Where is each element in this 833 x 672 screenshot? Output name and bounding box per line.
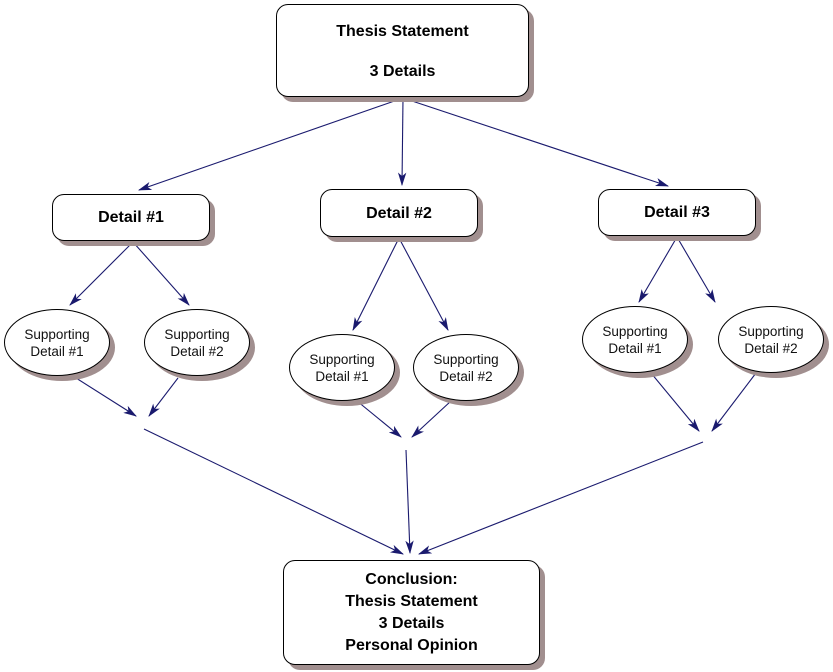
detail-3-label: Detail #3: [644, 204, 710, 221]
supporting-1-2-line1: Supporting: [164, 326, 230, 342]
supporting-1-2-line2: Detail #2: [170, 343, 224, 359]
conclusion-line3: 3 Details: [378, 614, 445, 632]
node-supporting-1-2: Supporting Detail #2: [144, 309, 250, 376]
node-supporting-1-1: Supporting Detail #1: [4, 309, 110, 376]
conclusion-line2: Thesis Statement: [345, 592, 478, 610]
detail-1-label: Detail #1: [98, 209, 164, 226]
node-thesis: Thesis Statement 3 Details: [276, 4, 529, 97]
node-detail-1: Detail #1: [52, 194, 210, 241]
edge-supp12-merge: [148, 377, 179, 417]
edge-detail2-supp2: [398, 237, 449, 331]
edge-supp31-merge: [650, 372, 700, 432]
edge-middle-conclusion: [405, 449, 414, 555]
node-supporting-2-1: Supporting Detail #1: [289, 334, 395, 401]
edge-thesis-detail3: [402, 97, 670, 187]
node-supporting-2-2: Supporting Detail #2: [413, 334, 519, 401]
edge-detail3-supp1: [638, 236, 678, 303]
conclusion-line4: Personal Opinion: [345, 636, 478, 654]
detail-2-label: Detail #2: [366, 204, 432, 222]
edge-supp11-merge: [75, 377, 137, 417]
edge-supp21-merge: [356, 400, 402, 438]
edge-supp32-merge: [711, 372, 757, 432]
supporting-2-1-line2: Detail #1: [315, 368, 369, 384]
supporting-1-1-line2: Detail #1: [30, 343, 84, 359]
supporting-1-1-line1: Supporting: [24, 326, 90, 342]
edge-right-conclusion: [417, 441, 704, 555]
edge-detail2-supp1: [352, 237, 400, 331]
edge-detail1-supp2: [132, 241, 190, 306]
supporting-2-2-line2: Detail #2: [439, 368, 493, 384]
thesis-title: Thesis Statement: [336, 23, 469, 40]
edge-detail1-supp1: [69, 241, 134, 306]
edge-thesis-detail1: [137, 97, 404, 191]
edge-detail3-supp2: [676, 236, 716, 303]
thesis-subtitle: 3 Details: [369, 63, 436, 80]
supporting-2-1-line1: Supporting: [309, 351, 375, 367]
node-conclusion: Conclusion: Thesis Statement 3 Details P…: [283, 560, 540, 665]
supporting-3-1-line1: Supporting: [602, 323, 668, 339]
node-supporting-3-1: Supporting Detail #1: [582, 306, 688, 373]
conclusion-line1: Conclusion:: [365, 570, 458, 588]
supporting-3-1-line2: Detail #1: [608, 340, 662, 356]
edge-left-conclusion: [143, 428, 404, 555]
node-detail-3: Detail #3: [598, 189, 756, 236]
node-supporting-3-2: Supporting Detail #2: [718, 306, 824, 373]
node-detail-2: Detail #2: [320, 189, 478, 237]
edge-supp22-merge: [411, 400, 452, 438]
edge-thesis-detail2: [397, 97, 407, 187]
supporting-3-2-line2: Detail #2: [744, 340, 798, 356]
supporting-3-2-line1: Supporting: [738, 323, 804, 339]
supporting-2-2-line1: Supporting: [433, 351, 499, 367]
